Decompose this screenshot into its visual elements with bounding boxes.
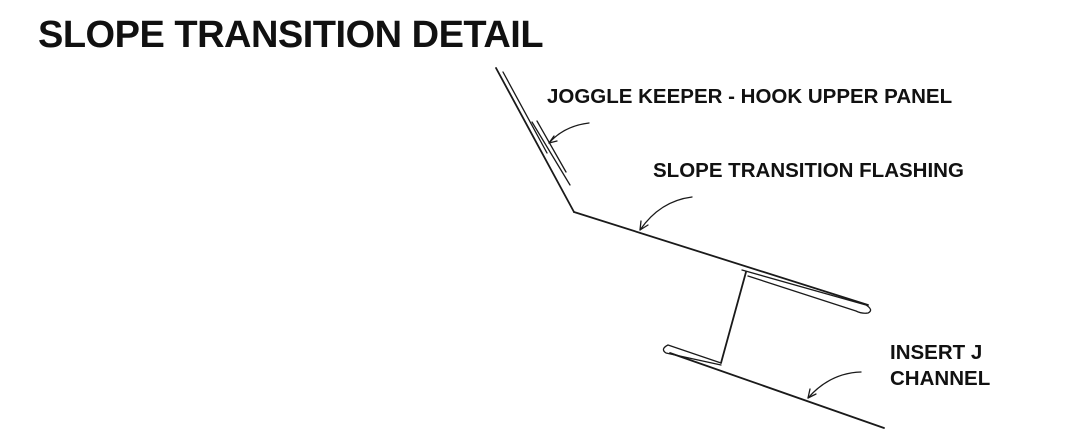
j-channel-arrowhead-icon xyxy=(807,388,817,399)
insert-j-channel xyxy=(662,344,885,429)
connector-line xyxy=(720,271,747,364)
joggle-keeper-leader-arrow xyxy=(548,122,590,144)
insert-j-channel-label-line2: CHANNEL xyxy=(890,367,991,390)
joggle-keeper-hook-line xyxy=(531,121,571,186)
upper-panel-line xyxy=(495,67,575,213)
slope-transition-flashing-label: SLOPE TRANSITION FLASHING xyxy=(653,159,964,182)
joggle-keeper-arrowhead-icon xyxy=(548,135,558,144)
insert-j-channel-label: INSERT J CHANNEL xyxy=(890,340,990,392)
j-channel-line xyxy=(669,352,885,429)
insert-j-channel-label-line1: INSERT J xyxy=(890,341,983,364)
diagram-title: SLOPE TRANSITION DETAIL xyxy=(38,14,544,56)
flashing-line xyxy=(573,211,869,306)
flashing-hem xyxy=(741,269,872,314)
slope-transition-flashing xyxy=(573,211,872,314)
flashing-arrowhead-icon xyxy=(639,220,649,231)
joggle-keeper-label: JOGGLE KEEPER - HOOK UPPER PANEL xyxy=(547,85,953,108)
joggle-keeper-hook-inner-line xyxy=(536,120,567,173)
j-channel-leader-arrow xyxy=(807,371,862,399)
joggle-keeper-outer-line xyxy=(502,71,548,154)
j-channel-hem xyxy=(662,344,722,366)
upper-panel xyxy=(495,67,575,213)
flashing-leader-arrow xyxy=(639,196,693,231)
